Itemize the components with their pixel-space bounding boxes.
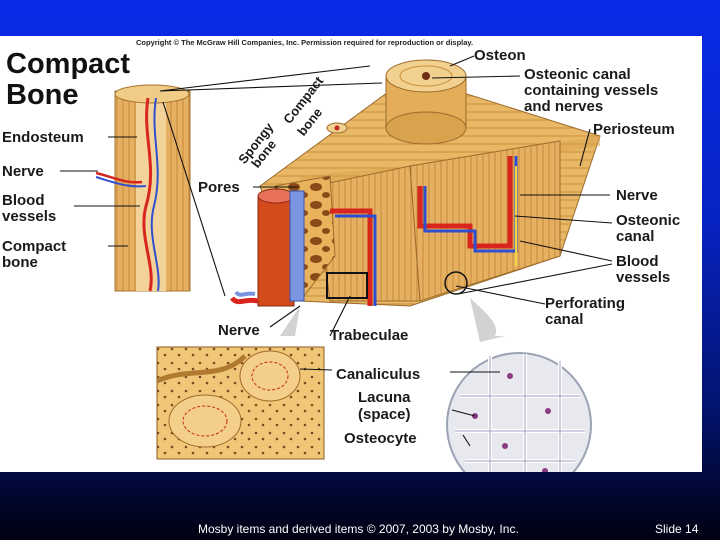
label-pores: Pores [198,179,240,196]
label-blood-vessels-right-1: Blood [616,253,659,270]
long-bone-section [95,84,191,292]
bone-illustration [60,55,613,472]
osteocyte-network-detail [446,352,592,472]
slide-credit: Mosby items and derived items © 2007, 20… [198,522,519,536]
label-blood-vessels-right-2: vessels [616,269,671,286]
label-endosteum: Endosteum [2,129,84,146]
label-compact-bone-left-1: Compact [2,238,67,255]
label-lacuna-1: Lacuna [358,389,411,406]
slide-number: Slide 14 [655,522,699,536]
label-blood-vessels-left-2: vessels [2,208,57,225]
label-osteonic-canal-1: Osteonic canal [524,66,631,83]
label-osteonic-canal-right-1: Osteonic [616,212,681,229]
label-osteonic-canal-3: and nerves [524,98,604,115]
label-nerve-right: Nerve [616,187,658,204]
compact-bone-figure: Copyright © The McGraw Hill Companies, I… [0,36,702,472]
label-canaliculus: Canaliculus [336,366,421,383]
label-periosteum: Periosteum [593,121,675,138]
label-osteocyte: Osteocyte [344,430,417,447]
bone-block [230,59,601,307]
leader-lines [60,55,613,447]
label-osteon: Osteon [474,47,526,64]
label-trabeculae: Trabeculae [330,327,409,344]
label-nerve-bottom: Nerve [218,322,260,339]
label-perforating-canal-1: Perforating [545,295,626,312]
label-osteonic-canal-2: containing vessels [524,82,659,99]
label-osteonic-canal-right-2: canal [616,228,655,245]
figure-title-line-2: Bone [6,79,79,111]
label-nerve-left: Nerve [2,163,44,180]
label-perforating-canal-2: canal [545,311,584,328]
figure-title-line-1: Compact [6,48,131,80]
trabeculae-detail [155,346,325,460]
label-lacuna-2: (space) [358,406,411,423]
label-compact-bone-left-2: bone [2,254,38,271]
label-blood-vessels-left-1: Blood [2,192,45,209]
copyright-notice: Copyright © The McGraw Hill Companies, I… [136,38,474,47]
